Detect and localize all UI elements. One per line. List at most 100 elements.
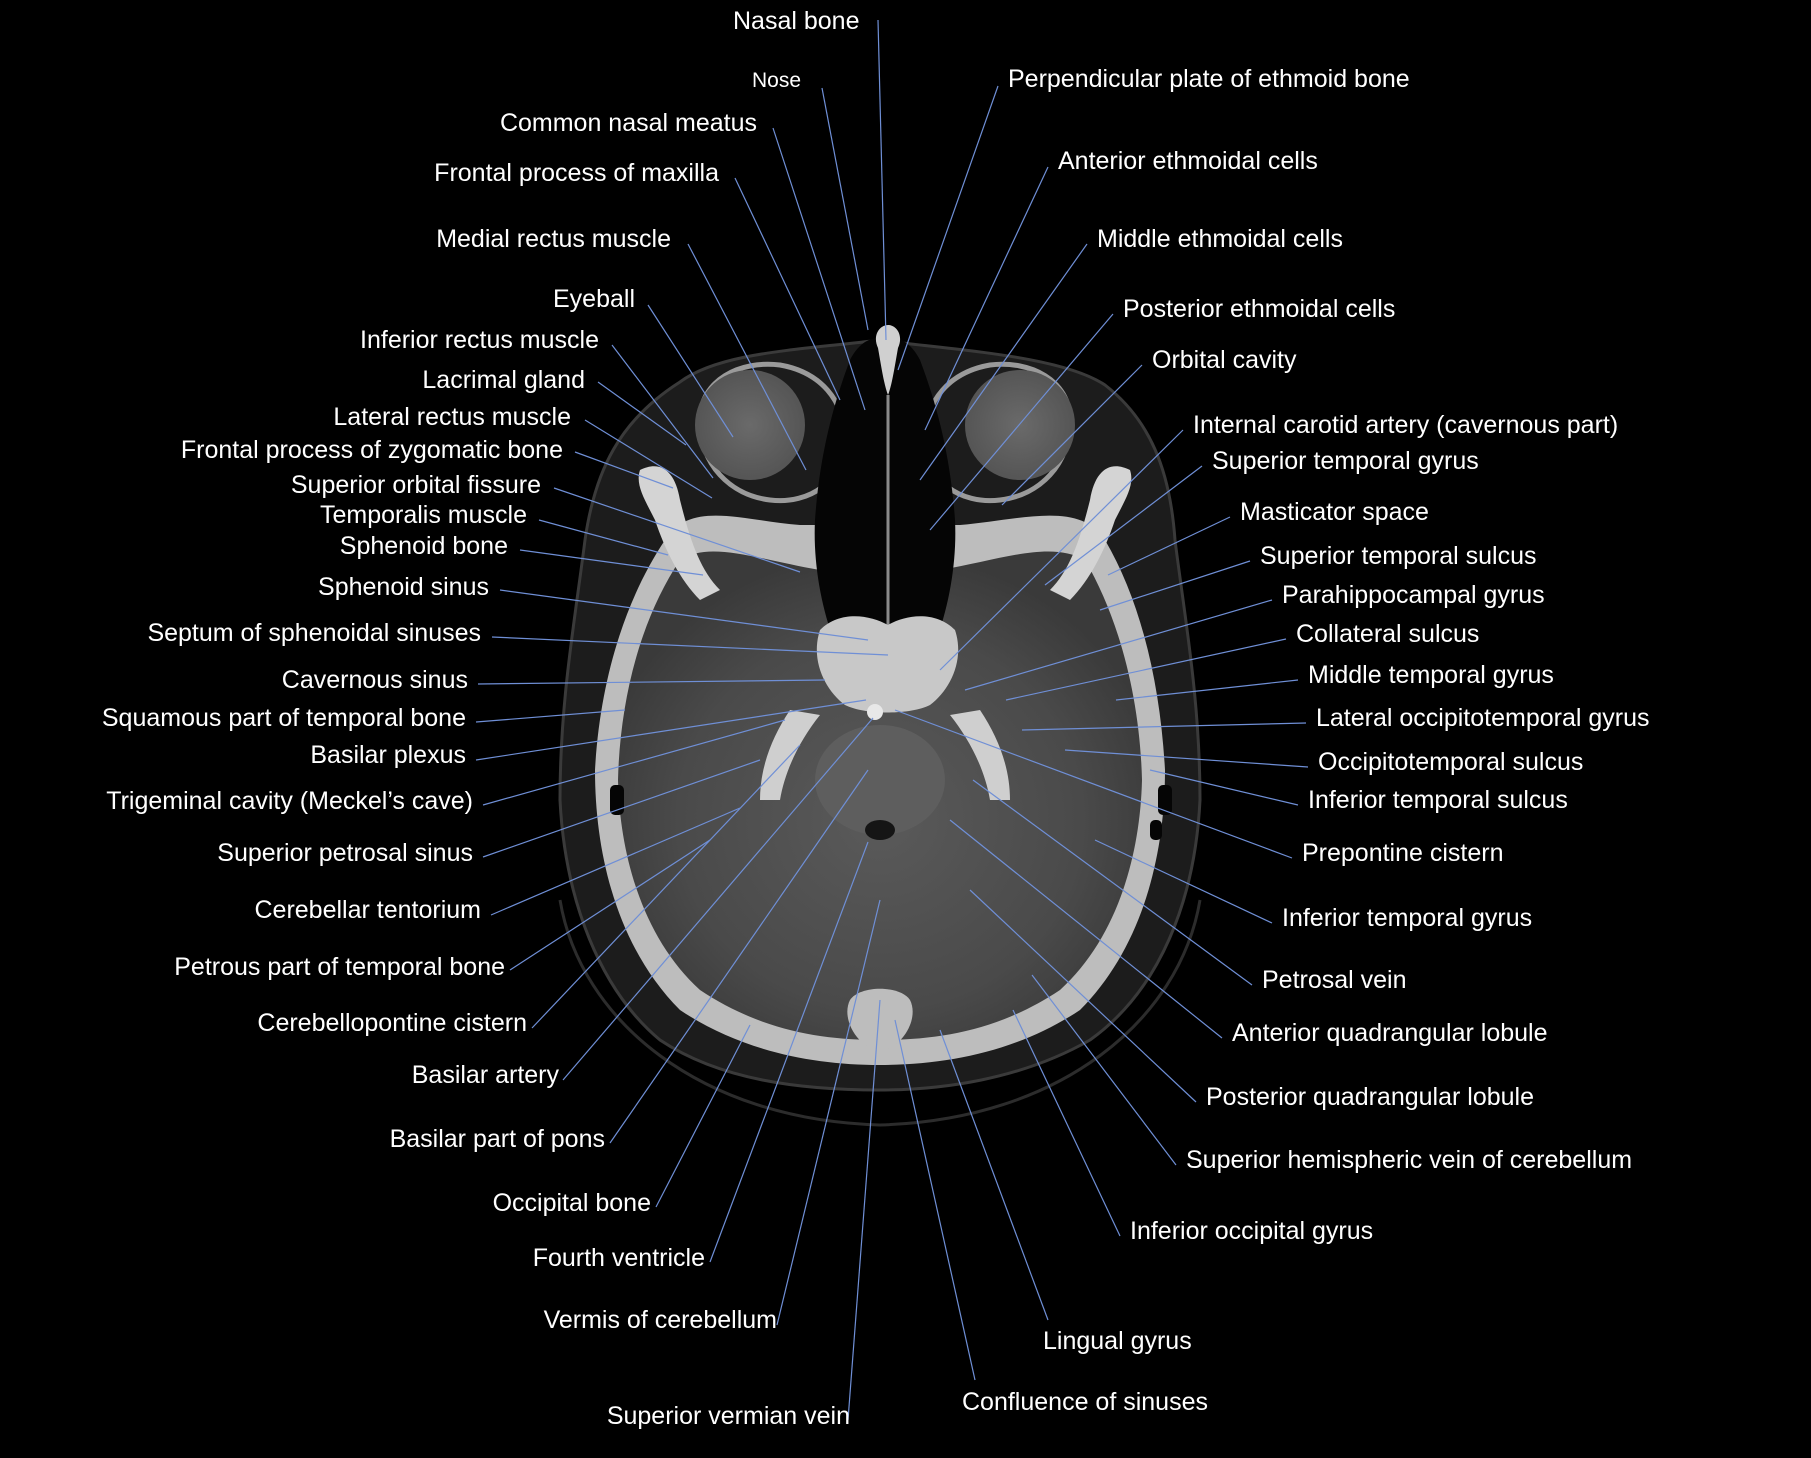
leader-cavernous-sinus <box>477 679 826 685</box>
label-collateral-sulcus: Collateral sulcus <box>1296 620 1480 648</box>
label-superior-hemispheric-vein: Superior hemispheric vein of cerebellum <box>1186 1146 1633 1174</box>
label-lateral-occipitotemporal: Lateral occipitotemporal gyrus <box>1316 704 1650 732</box>
right-petrous-ridge <box>950 710 1010 800</box>
leader-masticator-space <box>1107 516 1231 576</box>
left-mastoid <box>610 785 624 815</box>
leader-superior-temporal-gyrus <box>1044 465 1203 586</box>
leader-middle-temporal-gyrus <box>1115 679 1299 701</box>
left-eyeball <box>695 370 805 480</box>
label-lateral-rectus: Lateral rectus muscle <box>333 403 571 431</box>
label-superior-temporal-sulcus: Superior temporal sulcus <box>1260 542 1537 570</box>
leader-lines <box>475 19 1309 1421</box>
leader-cerebellar-tentorium <box>490 807 741 916</box>
label-cerebellar-tentorium: Cerebellar tentorium <box>254 896 482 924</box>
label-medial-rectus: Medial rectus muscle <box>436 225 671 253</box>
label-inferior-temporal-sulcus: Inferior temporal sulcus <box>1308 786 1568 814</box>
label-ica-cavernous: Internal carotid artery (cavernous part) <box>1193 411 1619 439</box>
label-middle-temporal-gyrus: Middle temporal gyrus <box>1308 661 1554 689</box>
label-nose: Nose <box>752 69 802 92</box>
label-eyeball: Eyeball <box>553 285 635 313</box>
label-cerebellopontine-cistern: Cerebellopontine cistern <box>257 1009 527 1037</box>
leader-basilar-pons <box>609 769 869 1144</box>
label-basilar-artery: Basilar artery <box>411 1061 559 1089</box>
label-parahippocampal-gyrus: Parahippocampal gyrus <box>1282 581 1545 609</box>
label-middle-ethmoidal: Middle ethmoidal cells <box>1097 225 1343 253</box>
leader-lacrimal-gland <box>597 381 687 446</box>
label-frontal-process-maxilla: Frontal process of maxilla <box>434 159 719 187</box>
label-anterior-quadrangular: Anterior quadrangular lobule <box>1232 1019 1548 1047</box>
label-lacrimal-gland: Lacrimal gland <box>422 366 585 394</box>
leader-collateral-sulcus <box>1005 638 1287 701</box>
label-petrosal-vein: Petrosal vein <box>1262 966 1407 994</box>
nasal-bone-shape <box>875 325 901 395</box>
label-basilar-plexus: Basilar plexus <box>310 741 466 769</box>
leader-septum-sphenoidal <box>491 636 889 656</box>
right-mastoid <box>1158 785 1172 815</box>
leader-petrous-temporal <box>509 839 711 971</box>
label-superior-vermian-vein: Superior vermian vein <box>606 1402 850 1430</box>
label-common-nasal-meatus: Common nasal meatus <box>499 109 757 137</box>
left-temporal-bone <box>638 466 720 600</box>
leader-parahippocampal-gyrus <box>964 599 1273 691</box>
leader-cerebellopontine-cistern <box>531 744 801 1029</box>
label-inferior-rectus: Inferior rectus muscle <box>360 326 599 354</box>
leader-common-nasal-meatus <box>772 127 866 411</box>
leader-inferior-rectus <box>611 344 714 479</box>
leader-nasal-bone <box>877 19 887 341</box>
leader-anterior-ethmoidal <box>924 166 1049 431</box>
leader-ica-cavernous <box>939 429 1184 671</box>
leader-occipitotemporal-sulcus <box>1064 749 1309 768</box>
fourth-ventricle-shape <box>865 820 895 840</box>
label-septum-sphenoidal: Septum of sphenoidal sinuses <box>147 619 481 647</box>
label-temporalis: Temporalis muscle <box>319 501 527 529</box>
leader-inferior-temporal-sulcus <box>1149 769 1299 806</box>
leader-lateral-occipitotemporal <box>1021 722 1307 731</box>
leader-temporalis <box>538 519 669 556</box>
label-petrous-temporal: Petrous part of temporal bone <box>174 953 505 981</box>
leader-eyeball <box>647 304 734 438</box>
occipital-protuberance <box>847 988 913 1050</box>
leader-nose <box>821 87 869 331</box>
label-squamous-temporal: Squamous part of temporal bone <box>101 704 466 732</box>
label-confluence-sinuses: Confluence of sinuses <box>962 1388 1208 1416</box>
pons <box>815 725 945 835</box>
label-posterior-quadrangular: Posterior quadrangular lobule <box>1206 1083 1534 1111</box>
leader-basilar-artery <box>562 717 874 1081</box>
label-frontal-process-zygomatic: Frontal process of zygomatic bone <box>180 436 563 464</box>
label-perpendicular-plate: Perpendicular plate of ethmoid bone <box>1008 65 1410 93</box>
leader-superior-temporal-sulcus <box>1099 560 1251 611</box>
leader-medial-rectus <box>687 243 807 471</box>
leader-posterior-ethmoidal <box>929 313 1114 531</box>
leader-inferior-temporal-gyrus <box>1094 839 1273 924</box>
leader-fourth-ventricle <box>709 841 869 1263</box>
leader-frontal-process-zygomatic <box>574 451 674 489</box>
label-orbital-cavity: Orbital cavity <box>1152 346 1297 374</box>
label-inferior-temporal-gyrus: Inferior temporal gyrus <box>1282 904 1533 932</box>
leader-orbital-cavity <box>1001 364 1143 506</box>
leader-prepontine-cistern <box>894 709 1293 859</box>
label-superior-orbital-fissure: Superior orbital fissure <box>290 471 541 499</box>
leader-perpendicular-plate <box>897 85 999 371</box>
leader-superior-petrosal-sinus <box>482 759 761 858</box>
label-posterior-ethmoidal: Posterior ethmoidal cells <box>1123 295 1396 323</box>
sphenoid-region <box>816 616 959 713</box>
label-masticator-space: Masticator space <box>1240 498 1429 526</box>
leader-confluence-sinuses <box>894 1019 976 1381</box>
leader-lateral-rectus <box>584 419 713 499</box>
leader-vermis <box>776 899 881 1326</box>
leader-basilar-plexus <box>475 699 867 761</box>
leader-frontal-process-maxilla <box>734 177 841 401</box>
label-sphenoid-bone: Sphenoid bone <box>339 532 508 560</box>
leader-middle-ethmoidal <box>919 243 1088 481</box>
label-inferior-occipital-gyrus: Inferior occipital gyrus <box>1130 1217 1374 1245</box>
right-mastoid-2 <box>1150 820 1162 840</box>
label-prepontine-cistern: Prepontine cistern <box>1302 839 1504 867</box>
nasal-cavity <box>814 338 956 690</box>
label-superior-temporal-gyrus: Superior temporal gyrus <box>1212 447 1479 475</box>
leader-superior-vermian-vein <box>847 999 881 1421</box>
label-trigeminal-cavity: Trigeminal cavity (Meckel’s cave) <box>106 787 473 815</box>
leader-lingual-gyrus <box>939 1029 1049 1321</box>
label-occipital-bone: Occipital bone <box>492 1189 651 1217</box>
right-eyeball <box>965 370 1075 480</box>
